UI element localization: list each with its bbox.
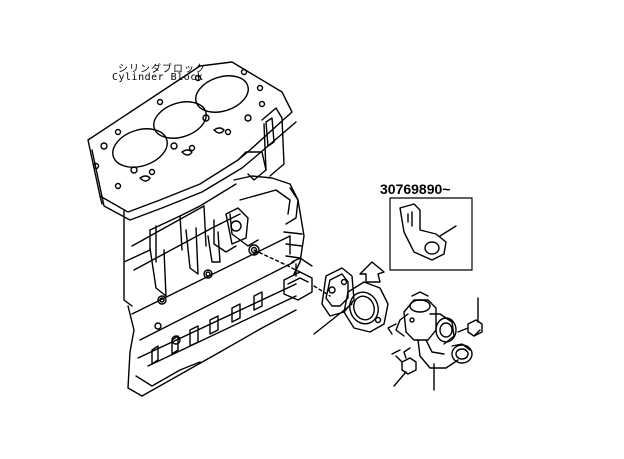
assembly-guide-line-2 <box>314 286 330 296</box>
cylinder-block <box>88 62 312 396</box>
bolt-right <box>458 320 482 336</box>
gasket-seal <box>344 282 388 332</box>
thermostat-housing <box>388 292 472 368</box>
cylinder-block-label-en: Cylinder Block <box>112 72 204 83</box>
bolt-bottom <box>392 350 416 374</box>
assembly-guide-line <box>254 250 300 272</box>
serial-range-label: 30769890~ <box>380 181 451 197</box>
leader-bolt-bottom <box>394 372 406 386</box>
cylinder-block-label-jp: シリンダブロック <box>118 64 206 75</box>
cylinder-bore-3 <box>191 69 253 118</box>
flow-direction-arrow-icon <box>360 262 384 282</box>
leader-gasket <box>314 304 352 334</box>
cylinder-bore-2 <box>149 95 211 144</box>
cylinder-bore-1 <box>108 122 172 174</box>
serial-variant-inset <box>390 198 472 270</box>
